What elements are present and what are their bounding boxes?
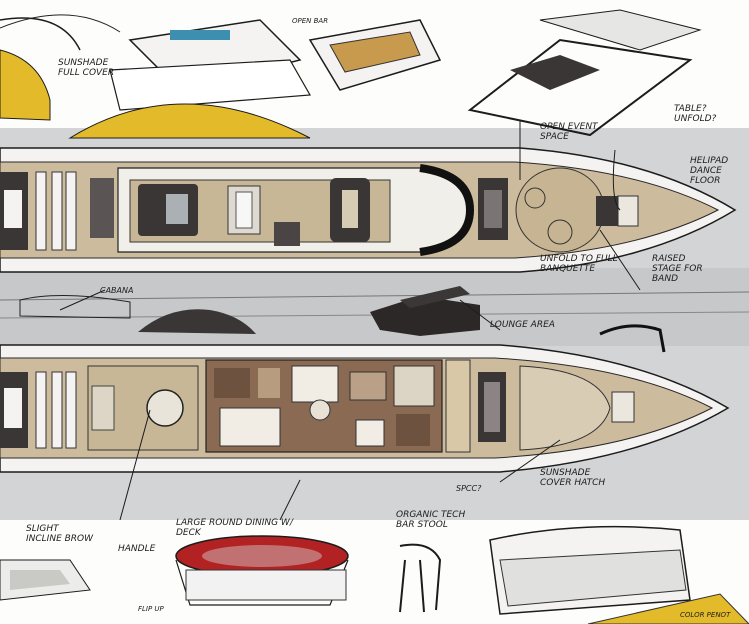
main-deck-plan (0, 344, 730, 473)
leader-lines (59, 120, 641, 521)
label-lounge-area: LOUNGE AREA (490, 320, 555, 330)
label-handle: HANDLE (118, 544, 156, 554)
label-cabana: CABANA (100, 286, 134, 295)
label-spcc: SPCC? (456, 484, 482, 493)
label-open-bar: OPEN BAR (292, 17, 329, 25)
label-flip-up: FLIP UP (138, 605, 164, 613)
label-sunshade-cover-hatch: SUNSHADE COVER HATCH (540, 468, 606, 488)
top-vignettes (0, 9, 702, 139)
label-unfold-banquette: UNFOLD TO FULL BANQUETTE (540, 254, 618, 274)
label-table-unfold: TABLE? UNFOLD? (674, 104, 717, 124)
label-sunshade-full-cover: SUNSHADE FULL COVER (58, 58, 115, 78)
bottom-vignettes (0, 525, 749, 624)
label-open-event-space: OPEN EVENT SPACE (540, 122, 598, 142)
label-helipad-dance-floor: HELIPAD DANCE FLOOR (690, 156, 729, 186)
label-color-pen: COLOR PENOT (680, 611, 731, 619)
label-slight-incline: SLIGHT INCLINE BROW (26, 524, 94, 544)
middle-lounge-strip (0, 286, 749, 353)
marker-background-middle (0, 268, 749, 346)
label-raised-stage: RAISED STAGE FOR BAND (652, 254, 703, 284)
label-organic-bar-stool: ORGANIC TECH BAR STOOL (396, 510, 466, 530)
label-large-round-dining: LARGE ROUND DINING W/ DECK (176, 518, 293, 538)
upper-deck-plan (0, 147, 737, 273)
